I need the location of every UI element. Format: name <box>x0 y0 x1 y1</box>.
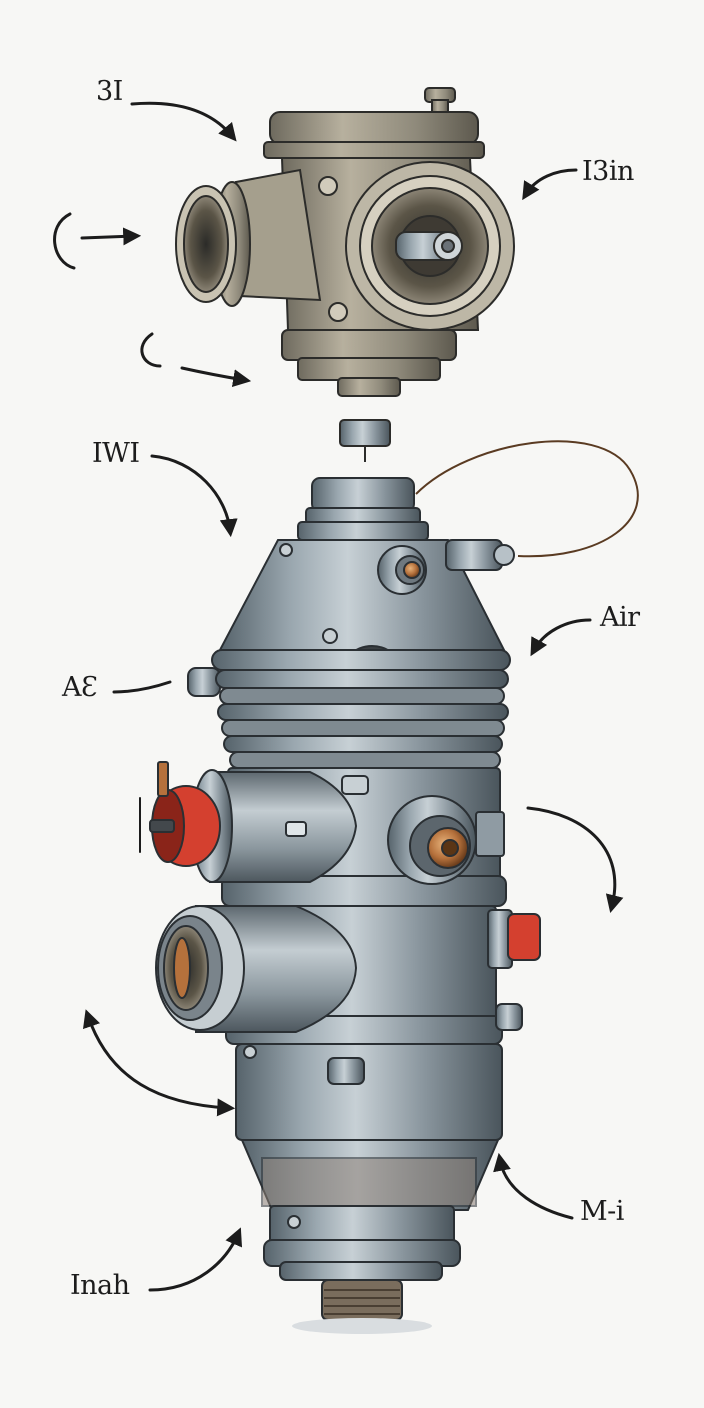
label-air: Air <box>600 602 640 633</box>
arrow-lower-left <box>180 366 252 388</box>
arrow-right-mid <box>526 806 624 913</box>
arrow-curve-left <box>83 1009 236 1117</box>
label-side-left: AƐ <box>62 672 98 703</box>
annotation-arrows <box>53 101 624 1292</box>
base-shadow <box>292 1318 432 1334</box>
wire <box>415 440 639 558</box>
top-valve-housing <box>175 87 515 397</box>
bracket-inlet <box>53 212 76 270</box>
arrow-mid-left <box>150 454 238 538</box>
label-bottom: Inah <box>70 1270 130 1301</box>
main-body <box>149 477 541 1321</box>
label-mi: M-i <box>580 1196 624 1227</box>
arrow-mi <box>493 1152 574 1220</box>
arrow-side-left <box>112 680 172 694</box>
label-top-right: I3in <box>582 156 634 187</box>
arrow-bottom <box>148 1227 243 1292</box>
spacer-disc <box>339 419 391 462</box>
arrow-top-left <box>130 101 237 142</box>
label-top-left: 3I <box>96 76 123 107</box>
arrow-inlet <box>80 227 142 246</box>
label-mid-left: IWI <box>92 438 140 469</box>
bracket-lower-left <box>140 332 162 368</box>
arrow-top-right <box>522 168 578 201</box>
arrow-air <box>530 618 592 657</box>
